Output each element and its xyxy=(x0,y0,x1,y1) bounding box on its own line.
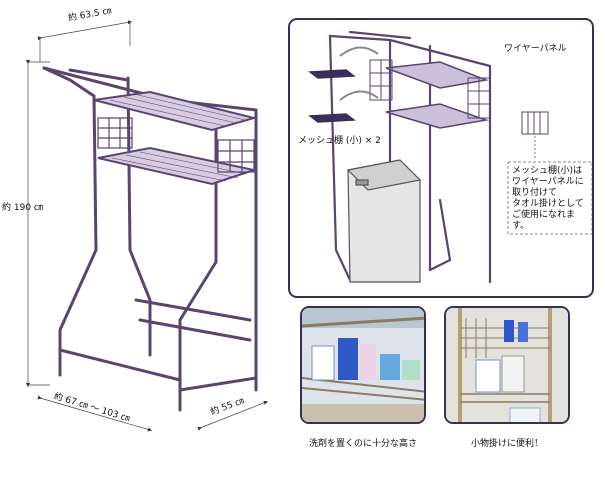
photo-detergent-image xyxy=(302,308,424,422)
wire-panels xyxy=(97,117,255,173)
towel-note: メッシュ棚(小)は ワイヤーパネルに 取り付けて タオル掛けとして ご使用になれ… xyxy=(512,166,584,231)
photo-accessories-image xyxy=(446,308,568,422)
photo-accessories xyxy=(444,306,570,424)
dim-height: 約 190 ㎝ xyxy=(2,203,43,213)
photo-detergent xyxy=(300,306,426,424)
detail-drawing xyxy=(308,30,592,284)
label-wire-panel: ワイヤーパネル xyxy=(504,44,567,54)
label-mesh-shelf: メッシュ棚 (小) × 2 xyxy=(298,136,381,146)
shelf-mesh xyxy=(109,94,247,182)
dimension-lines xyxy=(25,20,268,432)
caption-detergent: 洗剤を置くのに十分な高さ xyxy=(308,439,417,449)
detail-panel: ワイヤーパネル メッシュ棚 (小) × 2 メッシュ棚(小)は ワイヤーパネルに… xyxy=(288,18,594,298)
caption-accessories: 小物掛けに便利！ xyxy=(470,439,543,449)
